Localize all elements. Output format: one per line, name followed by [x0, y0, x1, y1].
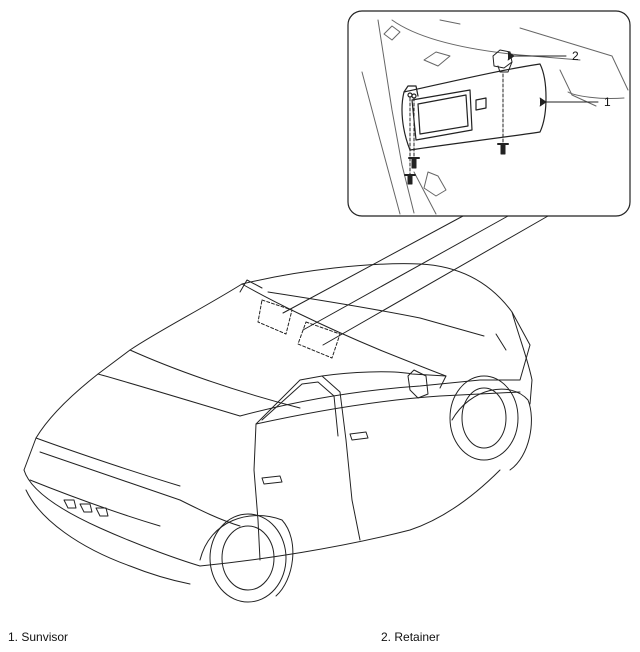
caption-retainer: 2. Retainer	[381, 630, 440, 644]
retainer-part	[492, 49, 513, 73]
detail-frame	[347, 10, 631, 217]
screws	[404, 143, 509, 185]
caption-sunvisor: 1. Sunvisor	[8, 630, 68, 644]
detail-location-boxes	[257, 299, 341, 359]
detail-inset	[347, 10, 631, 217]
caption-text: Retainer	[394, 630, 440, 644]
caption-text: Sunvisor	[21, 630, 69, 644]
sunvisor-diagram: 2 1	[23, 10, 631, 603]
callout-1: 1	[604, 95, 611, 109]
caption-number: 1.	[8, 630, 19, 644]
callout-2: 2	[572, 49, 579, 63]
projection-lines	[282, 215, 549, 346]
vehicle-outline	[23, 263, 533, 603]
installation-guides	[409, 73, 504, 176]
caption-number: 2.	[381, 630, 392, 644]
headliner-background-lines	[361, 19, 629, 215]
sunvisor-part	[401, 63, 547, 151]
leader-lines	[507, 51, 599, 107]
